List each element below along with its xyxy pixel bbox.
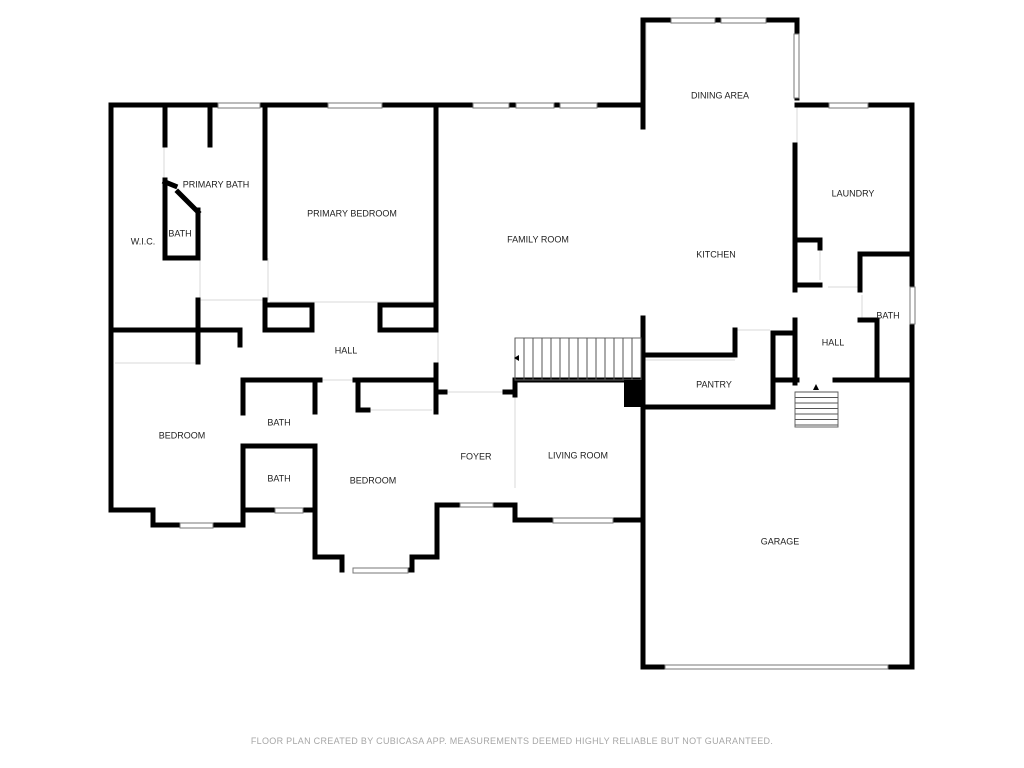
stairs-rear [794,391,839,428]
stairs-rear-arrow-icon [813,384,819,390]
label-bath-primary: BATH [168,228,191,238]
stairs-main [514,337,642,381]
label-pantry: PANTRY [696,379,732,389]
label-bedroom-center: BEDROOM [350,475,397,485]
label-foyer: FOYER [460,451,492,461]
label-primary-bath: PRIMARY BATH [183,179,250,189]
label-wic: W.I.C. [131,236,156,246]
label-hall-rear: HALL [822,337,845,347]
room-labels: DINING AREA LAUNDRY PRIMARY BATH PRIMARY… [131,90,900,546]
label-kitchen: KITCHEN [696,249,736,259]
label-dining-area: DINING AREA [691,90,749,100]
column-block [624,380,643,407]
label-living-room: LIVING ROOM [548,450,608,460]
door-openings [115,22,863,488]
label-laundry: LAUNDRY [832,188,875,198]
label-hall-main: HALL [335,345,358,355]
disclaimer-footer: FLOOR PLAN CREATED BY CUBICASA APP. MEAS… [250,736,774,746]
label-bath-lower: BATH [267,473,290,483]
label-bath-rear: BATH [876,310,899,320]
label-bedroom-left: BEDROOM [159,430,206,440]
windows [179,17,916,670]
label-bath-upper: BATH [267,417,290,427]
label-primary-bedroom: PRIMARY BEDROOM [307,208,397,218]
label-garage: GARAGE [761,536,800,546]
walls [108,17,915,670]
stairs-arrow-icon [514,355,519,361]
label-family-room: FAMILY ROOM [507,234,569,244]
